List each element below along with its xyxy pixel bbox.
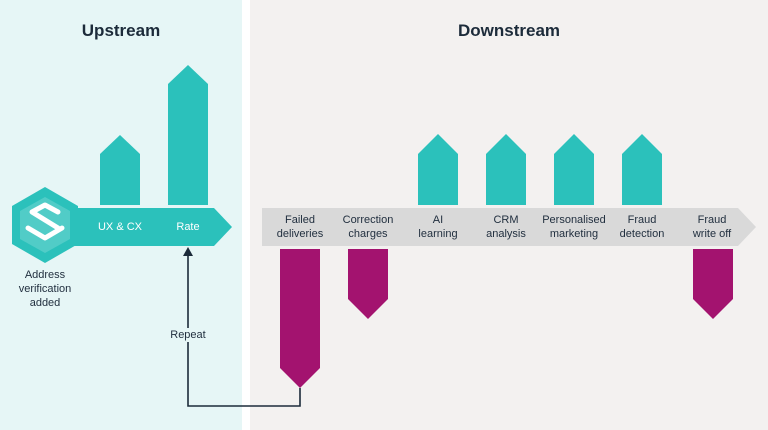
ai-learning-up-arrow (418, 134, 458, 205)
crm-analysis-up-arrow (486, 134, 526, 205)
personalised-marketing-up-arrow (554, 134, 594, 205)
fraud-detection-up-arrow (622, 134, 662, 205)
step-label-correction-charges: Correction charges (342, 214, 394, 240)
downstream-heading: Downstream (457, 21, 561, 40)
fraud-write-off-down-arrow (693, 249, 733, 319)
step-label-ux-cx: UX & CX (97, 221, 142, 233)
step-label-crm-analysis: CRM analysis (486, 214, 526, 240)
step-label-fraud-detection: Fraud detection (619, 214, 665, 240)
step-label-ai-learning: AI learning (418, 214, 458, 240)
upstream-track (68, 208, 232, 246)
address-verification-label: Address verification added (18, 269, 72, 309)
step-label-fraud-write-off: Fraud write off (692, 214, 732, 240)
stacked-layers-hexagon-icon (12, 187, 78, 263)
failed-deliveries-down-arrow (280, 249, 320, 388)
repeat-label: Repeat (160, 328, 216, 342)
step-label-rate: Rate (176, 221, 200, 233)
step-label-personalised-marketing: Personalised marketing (542, 214, 606, 240)
downstream-track (262, 208, 756, 246)
rate-up-arrow (168, 65, 208, 205)
upstream-heading: Upstream (81, 21, 161, 40)
ux-cx-up-arrow (100, 135, 140, 205)
correction-charges-down-arrow (348, 249, 388, 319)
repeat-arrowhead (183, 247, 193, 256)
step-label-failed-deliveries: Failed deliveries (276, 214, 324, 240)
